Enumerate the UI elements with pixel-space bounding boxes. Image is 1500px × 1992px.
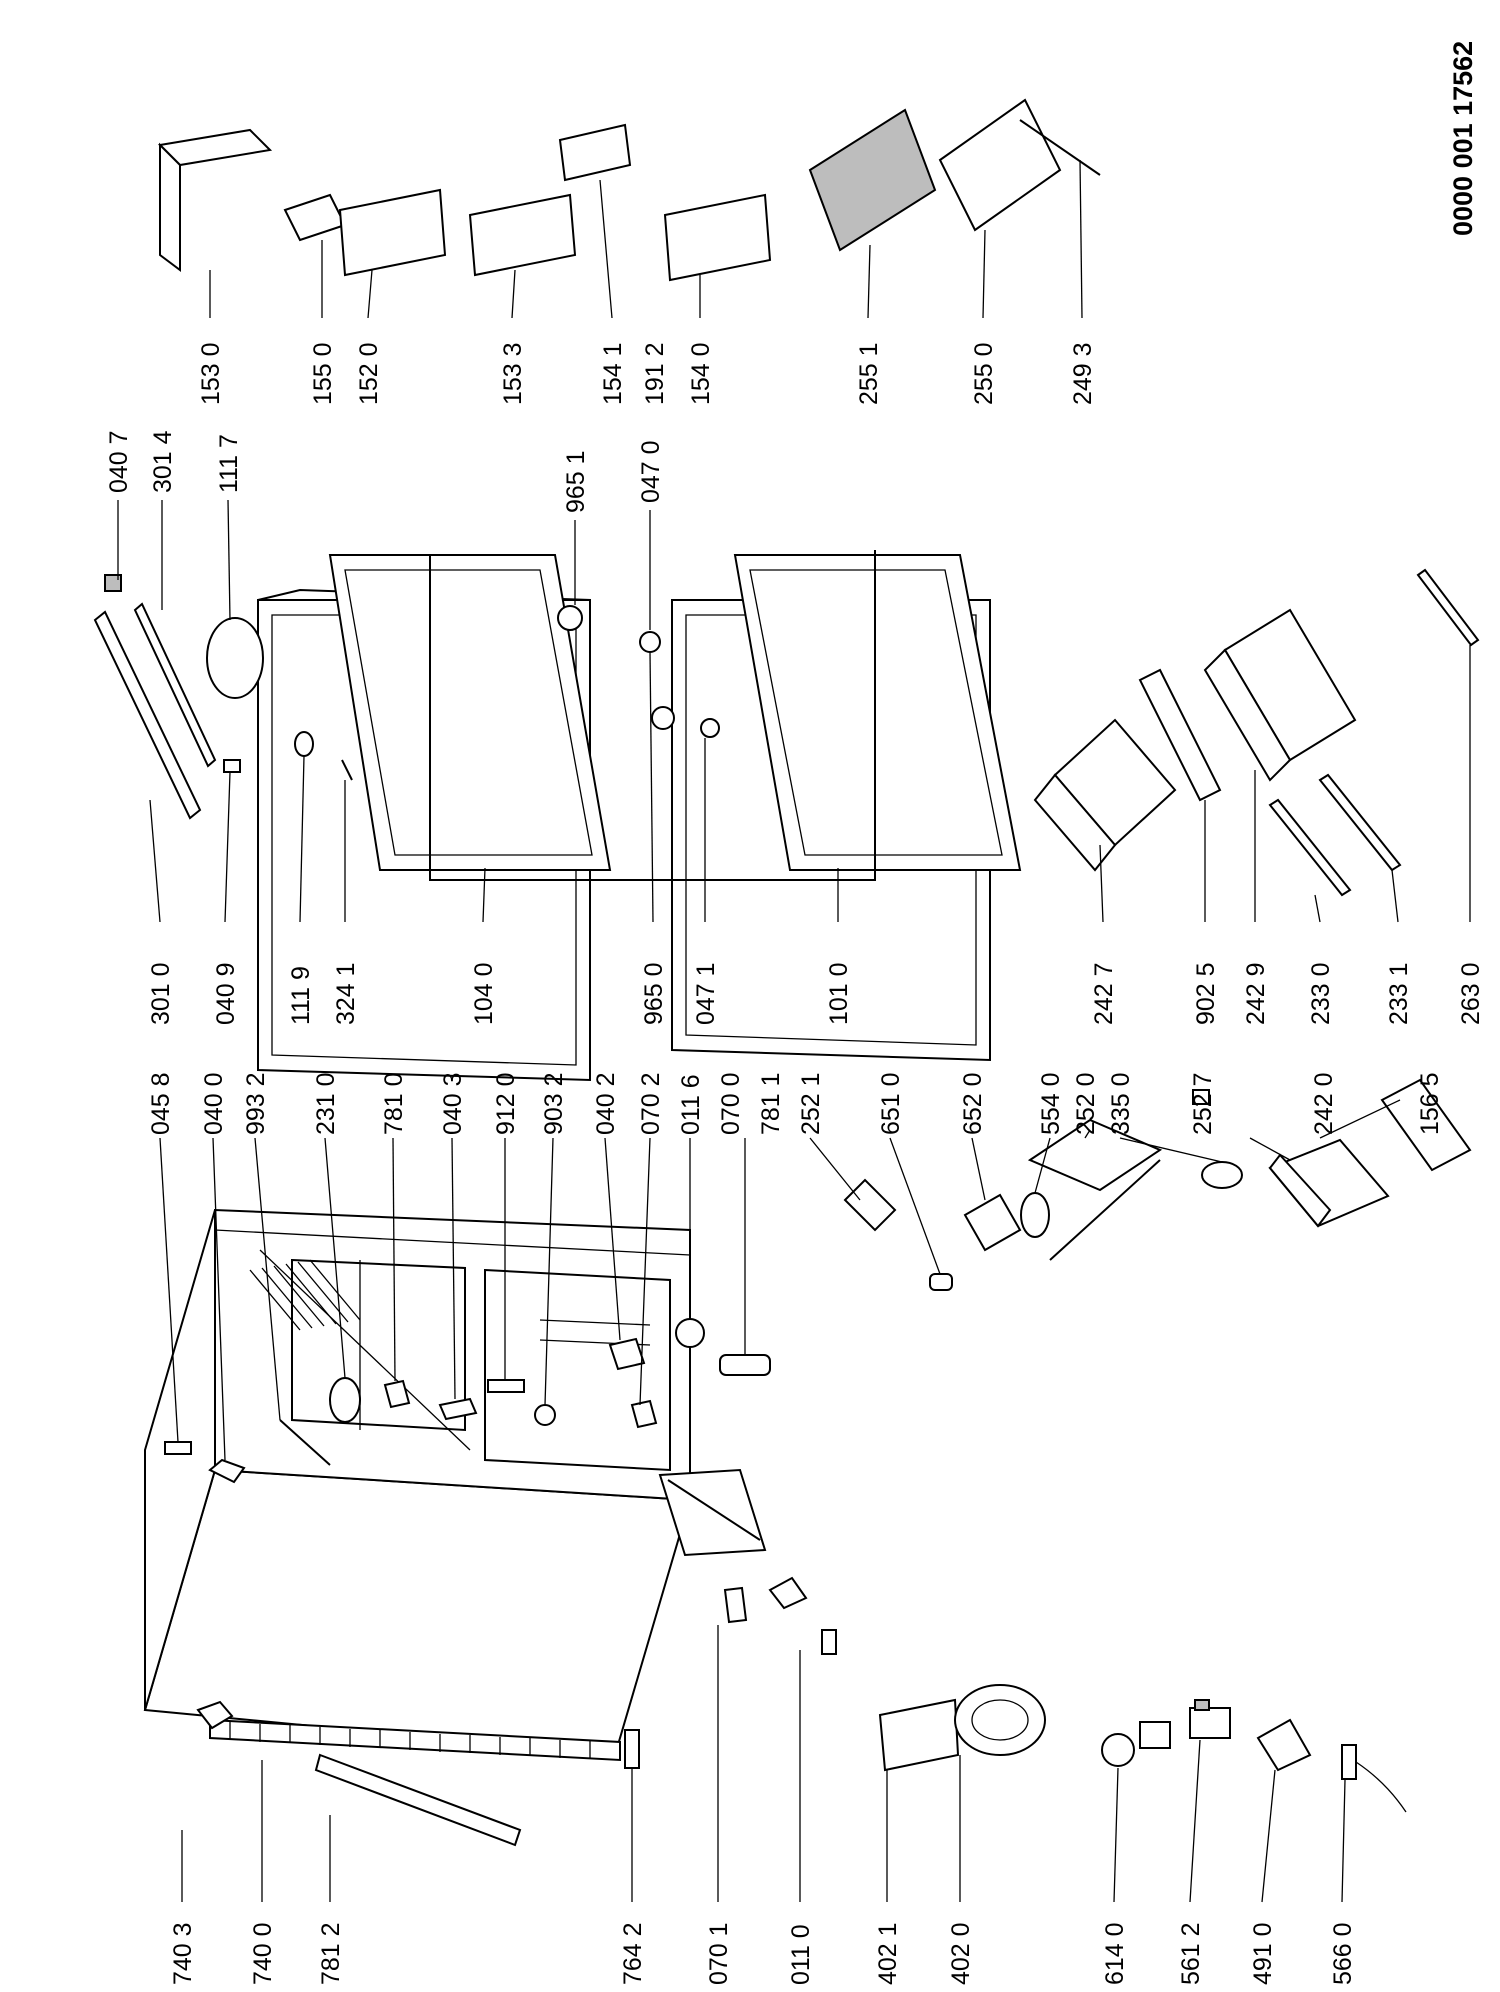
label-153-0: 153 0: [197, 342, 225, 405]
label-301-0: 301 0: [147, 962, 175, 1025]
label-242-9: 242 9: [1242, 962, 1270, 1025]
label-011-6: 011 6: [677, 1074, 705, 1135]
leader-lines: [117, 159, 1471, 1903]
label-902-5: 902 5: [1192, 962, 1220, 1025]
door-bins-drawing: [157, 98, 1101, 282]
label-263-0: 263 0: [1457, 962, 1485, 1025]
label-965-0: 965 0: [640, 962, 668, 1025]
label-040-9: 040 9: [212, 962, 240, 1025]
label-651-0: 651 0: [877, 1072, 905, 1135]
label-152-0: 152 0: [355, 342, 383, 405]
label-781-2: 781 2: [317, 1922, 345, 1985]
label-040-7: 040 7: [105, 430, 133, 493]
label-614-0: 614 0: [1101, 1922, 1129, 1985]
label-070-0: 070 0: [717, 1072, 745, 1135]
label-111-7: 111 7: [215, 434, 243, 493]
label-912-0: 912 0: [492, 1072, 520, 1135]
label-740-0: 740 0: [249, 1922, 277, 1985]
label-324-1: 324 1: [332, 962, 360, 1025]
label-156-5: 156 5: [1416, 1072, 1444, 1135]
label-242-7: 242 7: [1090, 962, 1118, 1025]
doors-drawing: [93, 550, 1022, 1082]
label-153-3: 153 3: [499, 342, 527, 405]
label-047-1: 047 1: [692, 962, 720, 1025]
label-740-3: 740 3: [169, 1922, 197, 1985]
label-402-1: 402 1: [874, 1922, 902, 1985]
label-154-1: 154 1: [599, 342, 627, 405]
label-070-2: 070 2: [637, 1072, 665, 1135]
label-491-0: 491 0: [1249, 1922, 1277, 1985]
label-965-1: 965 1: [562, 450, 590, 513]
label-040-3: 040 3: [439, 1072, 467, 1135]
label-233-0: 233 0: [1307, 962, 1335, 1025]
label-561-2: 561 2: [1177, 1922, 1205, 1985]
label-154-0: 154 0: [687, 342, 715, 405]
label-233-1: 233 1: [1385, 962, 1413, 1025]
label-903-2: 903 2: [540, 1072, 568, 1135]
label-040-2: 040 2: [592, 1072, 620, 1135]
label-252-7: 252 7: [1189, 1072, 1217, 1135]
label-249-3: 249 3: [1069, 342, 1097, 405]
fridge-cabinet-drawing: [143, 1208, 767, 1762]
label-011-0: 011 0: [787, 1924, 815, 1985]
label-231-0: 231 0: [312, 1072, 340, 1135]
label-781-0: 781 0: [380, 1072, 408, 1135]
label-252-1: 252 1: [797, 1072, 825, 1135]
label-993-2: 993 2: [242, 1072, 270, 1135]
label-047-0: 047 0: [637, 440, 665, 503]
label-335-0: 335 0: [1107, 1072, 1135, 1135]
label-301-4: 301 4: [149, 430, 177, 493]
label-242-0: 242 0: [1310, 1072, 1338, 1135]
label-764-2: 764 2: [619, 1922, 647, 1985]
label-781-1: 781 1: [757, 1072, 785, 1135]
label-040-0: 040 0: [200, 1072, 228, 1135]
label-101-0: 101 0: [825, 962, 853, 1025]
label-155-0: 155 0: [309, 342, 337, 405]
label-554-0: 554 0: [1037, 1072, 1065, 1135]
label-255-1: 255 1: [855, 342, 883, 405]
label-566-0: 566 0: [1329, 1922, 1357, 1985]
label-255-0: 255 0: [970, 342, 998, 405]
label-191-2: 191 2: [641, 342, 669, 405]
label-104-0: 104 0: [470, 962, 498, 1025]
label-045-8: 045 8: [147, 1072, 175, 1135]
label-402-0: 402 0: [947, 1922, 975, 1985]
drawers-drawing: [1033, 568, 1480, 897]
label-070-1: 070 1: [705, 1922, 733, 1985]
label-652-0: 652 0: [959, 1072, 987, 1135]
label-252-0: 252 0: [1072, 1072, 1100, 1135]
document-number: 0000 001 17562: [1448, 41, 1478, 236]
label-111-9: 111 9: [287, 966, 315, 1025]
component-sketches: [164, 1078, 1472, 1847]
part-number-labels: 740 3 740 0 781 2 764 2 070 1 011 0 402 …: [105, 342, 1485, 1985]
